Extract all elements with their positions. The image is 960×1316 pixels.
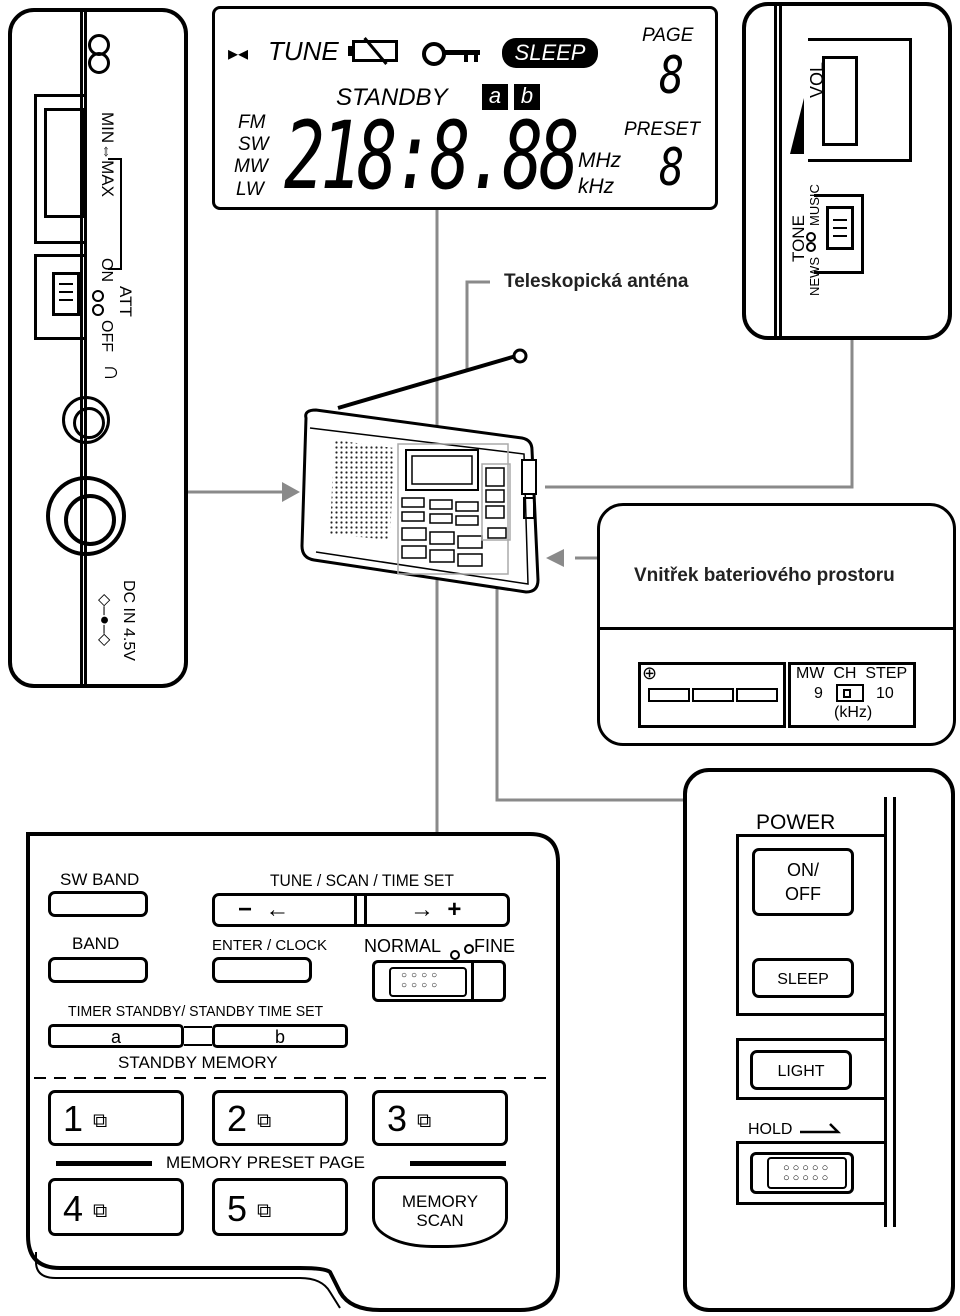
vol-ramp-icon [790,98,804,154]
left-panel-edge [80,10,83,686]
hold-label: HOLD [748,1121,793,1138]
memory-preset-page-label: MEMORY PRESET PAGE [166,1153,366,1172]
att-switch[interactable] [52,272,80,316]
lcd-sleep-indicator: SLEEP [502,38,598,68]
preset-2-button[interactable]: 2 ⧉ [212,1090,348,1146]
tone-music-label: MUSIC [807,184,822,226]
lcd-standby-label: STANDBY [336,84,448,111]
tone-label: TONE [789,215,808,262]
lcd-band-sw: SW [238,134,269,155]
battery-cell-2 [692,688,734,702]
lcd-standby-b: b [514,84,540,110]
light-button[interactable]: LIGHT [750,1050,852,1090]
battery-compartment-panel [597,503,956,746]
volume-wheel[interactable] [822,56,858,146]
timer-standby-label: TIMER STANDBY/ STANDBY TIME SET [68,1003,324,1020]
mw-step-box [788,662,916,728]
memory-icon: ⧉ [257,1110,272,1132]
volume-dial-slot [34,94,86,244]
tune-minus-button[interactable]: − ← [238,896,290,923]
power-label: POWER [756,811,836,834]
lcd-band-fm: FM [238,112,266,133]
lcd-frequency-digits: 218:8.88 [284,102,580,211]
sleep-button[interactable]: SLEEP [752,958,854,998]
tone-switch[interactable] [826,206,854,250]
key-lock-icon [422,42,482,66]
battery-plus-icon: ⊕ [642,663,658,683]
lcd-display [212,6,718,210]
tune-button-group [212,893,510,927]
battery-compartment-title: Vnitřek bateriového prostoru [634,565,895,586]
lcd-page-label: PAGE [642,25,694,46]
preset-1-button[interactable]: 1 ⧉ [48,1090,184,1146]
tone-news-label: NEWS [807,257,822,296]
preset-3-button[interactable]: 3 ⧉ [372,1090,508,1146]
telescopic-antenna [337,354,517,410]
tune-scan-label: TUNE / SCAN / TIME SET [270,871,454,890]
lcd-band-mw: MW [234,156,268,177]
lcd-band-lw: LW [236,179,264,200]
preset-5-button[interactable]: 5 ⧉ [212,1178,348,1236]
standby-a-button[interactable]: a [48,1024,184,1048]
sw-band-button[interactable] [48,891,148,917]
volume-dial[interactable] [44,108,84,218]
antenna-label: Teleskopická anténa [504,271,689,292]
standby-b-button[interactable]: b [212,1024,348,1048]
on-off-button[interactable]: ON/ OFF [752,848,854,916]
memory-icon: ⧉ [417,1110,432,1132]
lcd-preset-digit: 8 [659,138,685,198]
headphone-jack[interactable] [62,396,110,444]
mw-ch-step-label: MW CH STEP [796,665,908,682]
lcd-tune-label: TUNE [268,36,339,66]
vol-label: VOL [807,61,827,98]
headphone-icon: ∩ [99,364,126,382]
lcd-khz-label: kHz [578,175,615,198]
mw-step-10-label: 10 [876,685,894,702]
att-on-label: ON [98,258,115,282]
memory-icon: ⧉ [257,1200,272,1222]
battery-cell-3 [736,688,778,702]
battery-slot [638,662,786,728]
hold-arrow-icon [800,1123,842,1134]
lcd-standby-a: a [482,84,508,110]
band-label: BAND [72,934,120,953]
sw-band-label: SW BAND [60,870,140,889]
mw-step-khz-label: (kHz) [834,704,873,721]
battery-cell-1 [648,688,690,702]
enter-clock-button[interactable] [212,957,312,983]
dc-in-label: DC IN 4.5V [120,580,137,661]
mw-step-9-label: 9 [814,685,823,702]
polarity-icon: ◇–●–◇ [96,594,113,647]
memory-icon: ⧉ [93,1200,108,1222]
att-off-label: OFF [98,320,115,352]
normal-fine-switch[interactable]: ○○○○○○○○ [372,960,506,1002]
memory-icon: ⧉ [93,1110,108,1132]
lcd-mhz-label: MHz [578,149,622,172]
mw-step-switch[interactable] [836,684,864,702]
memory-scan-button[interactable]: MEMORY SCAN [372,1176,508,1248]
radio-illustration [300,348,540,594]
lcd-preset-label: PRESET [624,119,701,140]
hold-switch[interactable]: ○○○○○○○○○○ [750,1152,854,1194]
lcd-page-digit: 8 [659,46,685,106]
att-label: ATT [116,286,135,317]
left-side-panel [8,8,188,688]
fine-label: FINE [474,936,516,956]
band-button[interactable] [48,957,148,983]
standby-memory-label: STANDBY MEMORY [118,1053,278,1072]
tuning-indicator-icon: ▸◂ [228,43,249,65]
normal-label: NORMAL [364,936,442,956]
battery-icon [348,36,402,66]
radio-lcd [405,449,479,491]
preset-4-button[interactable]: 4 ⧉ [48,1178,184,1236]
enter-clock-label: ENTER / CLOCK [212,937,328,954]
tune-plus-button[interactable]: → + [410,896,462,923]
